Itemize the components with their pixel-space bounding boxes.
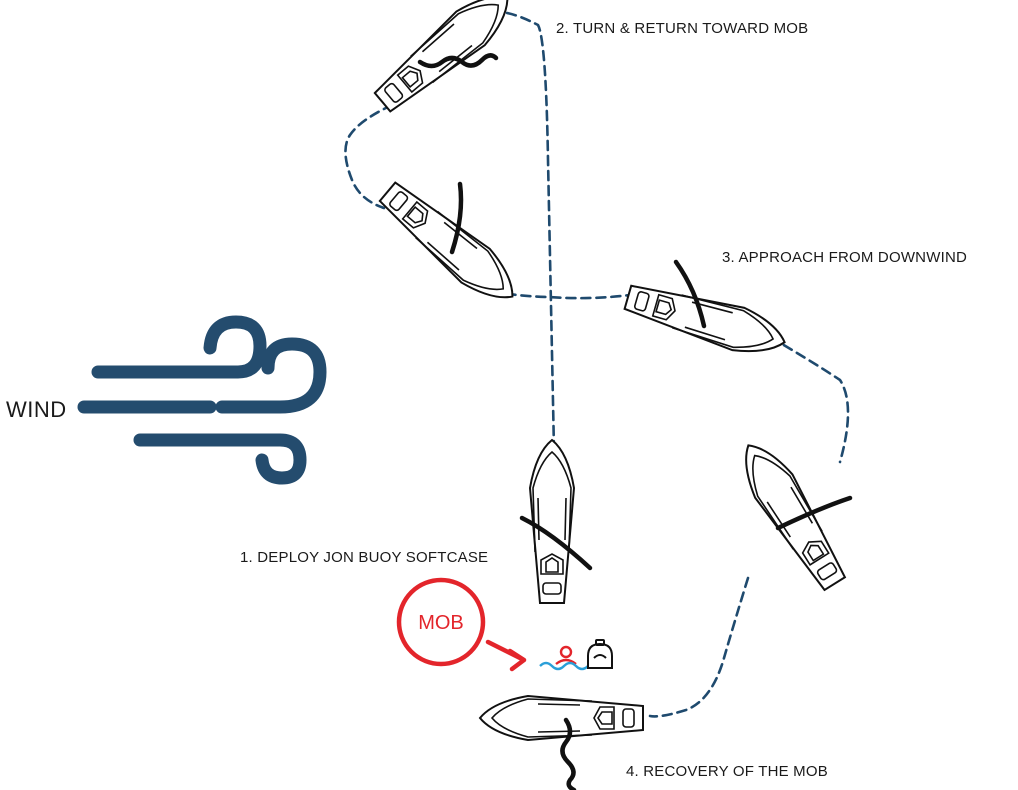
sail: [775, 495, 853, 531]
boat-recovery: [479, 695, 644, 741]
course-path: [478, 10, 556, 452]
step-1-label: 1. DEPLOY JON BUOY SOFTCASE: [240, 549, 488, 566]
course-path: [756, 328, 850, 464]
step-2-label: 2. TURN & RETURN TOWARD MOB: [556, 20, 808, 37]
sail: [449, 181, 464, 255]
wind-label: WIND: [6, 397, 67, 422]
boat-descend: [728, 432, 855, 597]
sail: [519, 515, 593, 571]
wind-icon: [77, 315, 327, 485]
luffing-sail: [560, 717, 577, 790]
person-in-water-icon: [539, 645, 589, 671]
mob-label: MOB: [418, 612, 464, 634]
step-3-label: 3. APPROACH FROM DOWNWIND: [722, 249, 967, 266]
step-4-label: 4. RECOVERY OF THE MOB: [626, 763, 828, 780]
luffing-sail: [417, 53, 499, 69]
course-path: [344, 103, 394, 210]
arrow-icon: [485, 639, 527, 672]
sail: [673, 259, 707, 329]
boat-tack: [372, 173, 528, 315]
boat-icon: [372, 173, 528, 315]
course-path: [648, 576, 750, 718]
boat-approach: [620, 275, 792, 365]
boat-icon: [728, 432, 855, 597]
boat-deploy: [519, 439, 593, 604]
boat-icon: [479, 695, 644, 741]
jon-buoy-icon: [587, 639, 613, 669]
boat-icon: [620, 275, 792, 365]
boat-icon: [529, 439, 575, 604]
mob-badge: [396, 577, 486, 667]
